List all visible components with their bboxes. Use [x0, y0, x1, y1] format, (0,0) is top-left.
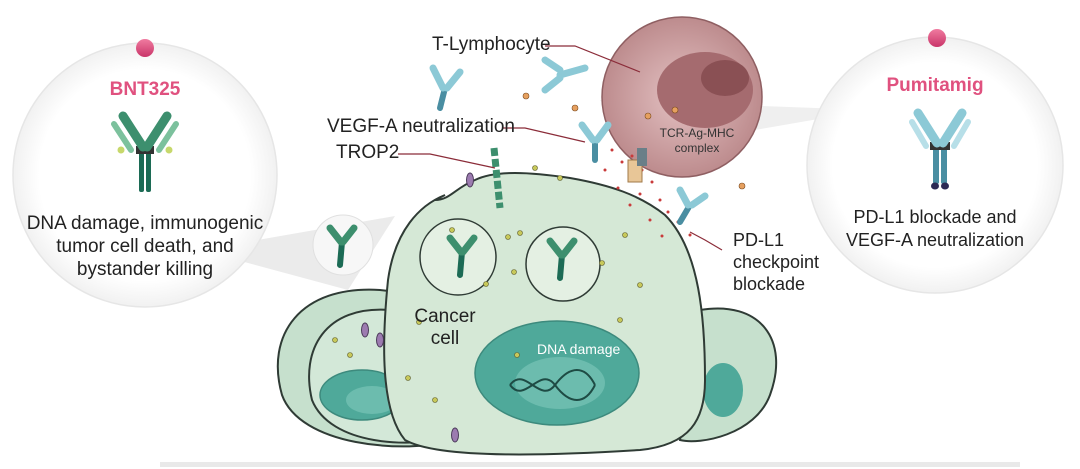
label-dna-damage: DNA damage: [537, 341, 621, 357]
cancer-cell-line-2: cell: [430, 328, 460, 349]
bnt325-antibody-icon: [111, 111, 179, 192]
left-desc-line-1: DNA damage, immunogenic: [26, 213, 264, 234]
pd-l1-receptors: [361, 172, 474, 443]
right-panel-description: PD-L1 blockade and VEGF-A neutralization: [840, 206, 1030, 252]
label-cancer-cell: Cancer cell: [405, 306, 485, 350]
left-panel-description: DNA damage, immunogenic tumor cell death…: [20, 212, 270, 281]
label-trop2: TROP2: [336, 142, 400, 163]
label-pd-l1-checkpoint-blockade: PD-L1 checkpoint blockade: [733, 229, 819, 295]
right-desc-line-2: VEGF-A neutralization: [845, 230, 1025, 250]
background-cell-nucleolus: [346, 386, 398, 414]
left-panel-title: BNT325: [109, 79, 181, 100]
label-t-lymphocyte: T-Lymphocyte: [432, 34, 551, 55]
label-vegf-a-neutralization: VEGF-A neutralization: [327, 116, 515, 137]
pumitamig-antibody-binding: [578, 121, 612, 163]
bnt325-antibody-endosome-left: [446, 234, 478, 278]
vegf-a-molecules: [522, 92, 746, 190]
tcr-line-2: complex: [674, 141, 720, 155]
tcr-line-1: TCR-Ag-MHC: [659, 126, 735, 140]
left-desc-line-3: bystander killing: [76, 259, 214, 280]
trop2-receptor: [490, 147, 504, 209]
left-pink-marker: [136, 39, 154, 57]
pd-l1-line-2: checkpoint: [733, 252, 820, 272]
right-pink-marker: [928, 29, 946, 47]
label-tcr-complex: TCR-Ag-MHC complex: [652, 126, 742, 156]
pumitamig-antibody-floating: [429, 64, 464, 111]
cancer-cell-line-1: Cancer: [414, 306, 476, 327]
callout-lines: [398, 45, 723, 251]
right-desc-line-1: PD-L1 blockade and: [853, 207, 1017, 227]
pumitamig-antibody-icon: [909, 108, 971, 190]
ground-shadow: [160, 462, 1020, 467]
cancer-cell-nucleolus: [515, 357, 605, 409]
pumitamig-antibody-pdl1: [676, 186, 709, 225]
payload-dots: [332, 165, 643, 403]
bnt325-antibody-zoom: [326, 224, 358, 268]
pumitamig-antibody-floating-2: [541, 56, 589, 94]
tcr-molecule: [637, 148, 647, 166]
background-cell-right-nucleus: [703, 363, 743, 417]
pd-l1-line-3: blockade: [733, 274, 806, 294]
left-desc-line-2: tumor cell death, and: [56, 236, 234, 257]
bnt325-antibody-endosome-right: [546, 237, 578, 281]
pd-l1-line-1: PD-L1: [733, 230, 785, 250]
t-lymphocyte-nucleolus: [701, 60, 749, 96]
right-panel-title: Pumitamig: [886, 75, 984, 96]
